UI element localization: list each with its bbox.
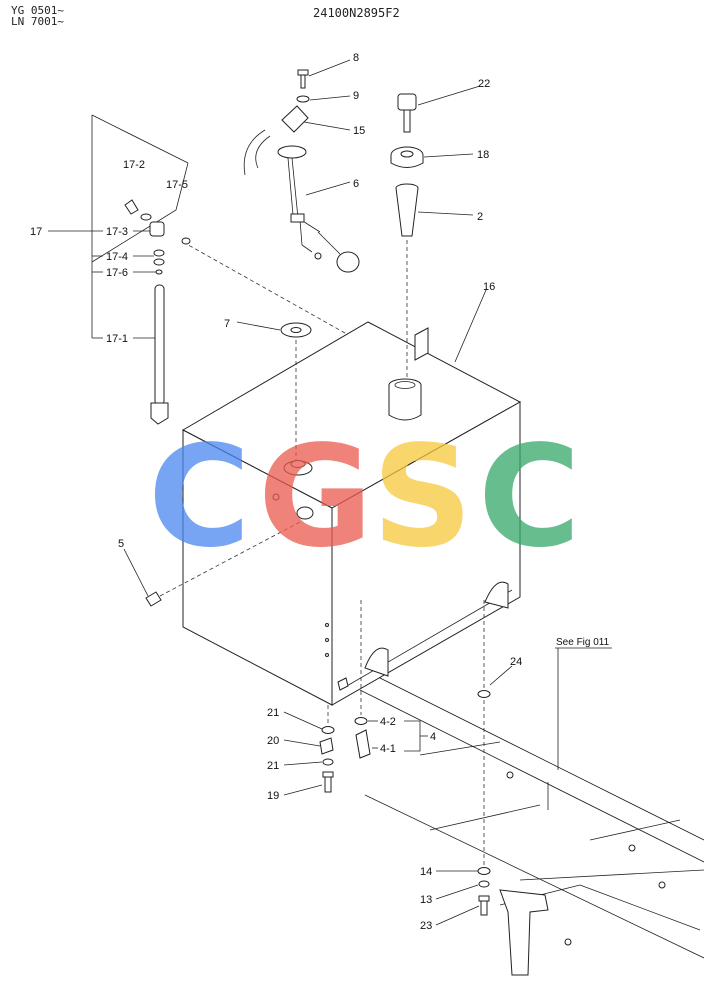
sight-gauge-assembly xyxy=(91,114,191,425)
see-fig-reference: See Fig 011 xyxy=(556,637,610,648)
callout-6: 6 xyxy=(353,178,359,190)
callout-4: 4 xyxy=(430,731,436,743)
callout-14: 14 xyxy=(420,866,432,878)
callout-2: 2 xyxy=(477,211,483,223)
callout-17-5: 17-5 xyxy=(166,179,188,191)
callout-20: 20 xyxy=(267,735,279,747)
watermark-letter-s: S xyxy=(372,416,473,579)
callout-13: 13 xyxy=(420,894,432,906)
callout-5: 5 xyxy=(118,538,124,550)
fuel-tank xyxy=(181,321,522,706)
model-range-2: LN 7001~ xyxy=(11,15,64,28)
watermark-letter-c2: C xyxy=(478,416,581,579)
drawing-number: 24100N2895F2 xyxy=(313,6,400,20)
assembly-lines xyxy=(159,240,485,865)
callout-21-upper: 21 xyxy=(267,707,279,719)
cgsc-watermark: C G S C xyxy=(148,416,581,579)
callout-17-3: 17-3 xyxy=(106,226,128,238)
leader-lines xyxy=(48,59,612,926)
callout-18: 18 xyxy=(477,149,489,161)
callout-4-1: 4-1 xyxy=(380,743,396,755)
watermark-letter-c1: C xyxy=(148,416,251,579)
upper-parts xyxy=(145,69,424,607)
callout-22: 22 xyxy=(478,78,490,90)
callout-7: 7 xyxy=(224,318,230,330)
callout-9: 9 xyxy=(353,90,359,102)
callout-8: 8 xyxy=(353,52,359,64)
callout-17-1: 17-1 xyxy=(106,333,128,345)
watermark-letter-g: G xyxy=(258,416,373,579)
callout-labels: 8 9 22 15 18 6 2 16 17-2 17-5 17 17-3 17… xyxy=(30,52,610,932)
callout-19: 19 xyxy=(267,790,279,802)
callout-17-6: 17-6 xyxy=(106,267,128,279)
callout-17-2: 17-2 xyxy=(123,159,145,171)
model-range-1: YG 0501~ xyxy=(11,4,64,17)
callout-17: 17 xyxy=(30,226,42,238)
callout-24: 24 xyxy=(510,656,522,668)
callout-17-4: 17-4 xyxy=(106,251,128,263)
callout-16: 16 xyxy=(483,281,495,293)
callout-21-lower: 21 xyxy=(267,760,279,772)
callout-15: 15 xyxy=(353,125,365,137)
chassis-frame xyxy=(359,667,704,976)
lower-hardware xyxy=(319,690,491,916)
callout-23: 23 xyxy=(420,920,432,932)
callout-4-2: 4-2 xyxy=(380,716,396,728)
